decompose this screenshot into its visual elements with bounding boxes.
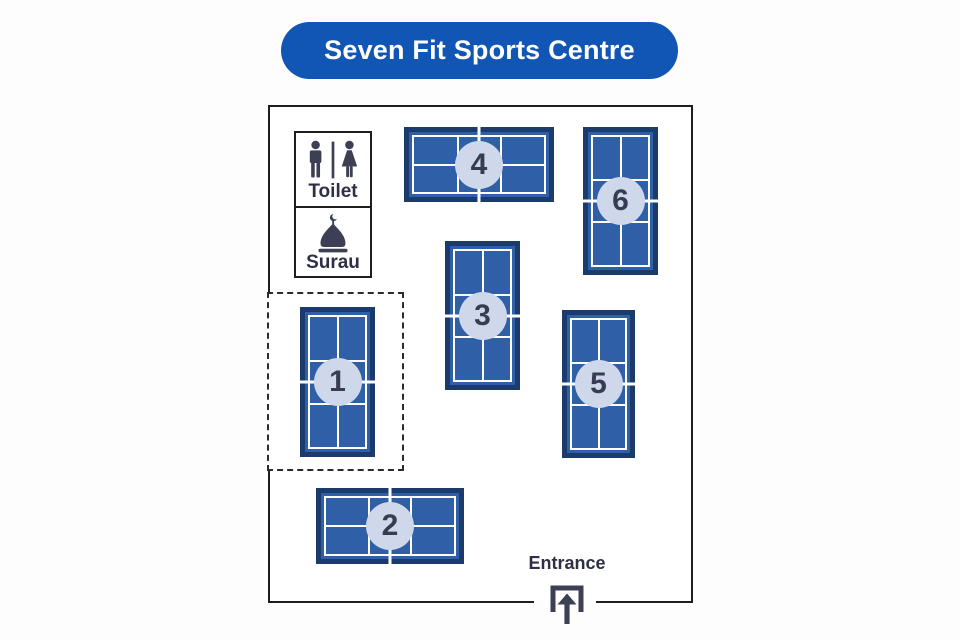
surau-label: Surau [306,252,360,273]
court-2: 2 [316,484,464,568]
plan-border-gap-under-dashed-zone [266,294,272,469]
toilet-label: Toilet [308,181,358,202]
court-number-badge: 5 [574,360,623,408]
title-banner: Seven Fit Sports Centre [281,22,678,79]
court-number-badge: 1 [313,358,362,406]
male-female-restroom-icon [304,140,362,180]
entrance-label: Entrance [528,553,606,573]
arrow-up-through-door-icon [549,584,585,624]
court-1: 1 [296,307,379,457]
court-number-badge: 6 [596,177,645,225]
mosque-dome-crescent-icon [308,213,358,253]
court-4: 4 [404,123,554,206]
court-3: 3 [441,241,524,390]
court-1-dashed-zone [267,292,404,471]
court-5: 5 [558,310,639,458]
court-number-badge: 2 [366,502,414,550]
court-number-badge: 4 [455,140,503,189]
surau-sign: Surau [294,206,372,278]
toilet-sign: Toilet [294,131,372,208]
court-number-badge: 3 [458,291,507,340]
court-6: 6 [579,127,662,275]
page-title: Seven Fit Sports Centre [324,35,635,65]
